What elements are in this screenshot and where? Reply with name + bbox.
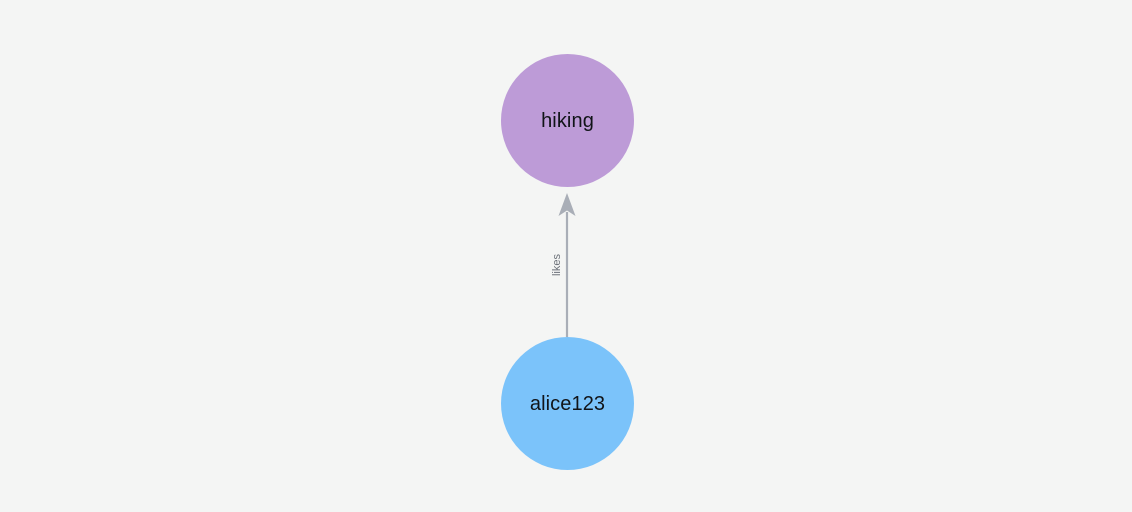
edge-likes[interactable] bbox=[558, 193, 576, 337]
arrowhead-up-icon bbox=[558, 193, 576, 216]
graph-node-hiking[interactable]: hiking bbox=[501, 54, 634, 187]
graph-node-alice123[interactable]: alice123 bbox=[501, 337, 634, 470]
edge-label-likes: likes bbox=[551, 254, 563, 277]
node-label-hiking: hiking bbox=[541, 109, 594, 132]
node-label-alice123: alice123 bbox=[529, 392, 606, 415]
